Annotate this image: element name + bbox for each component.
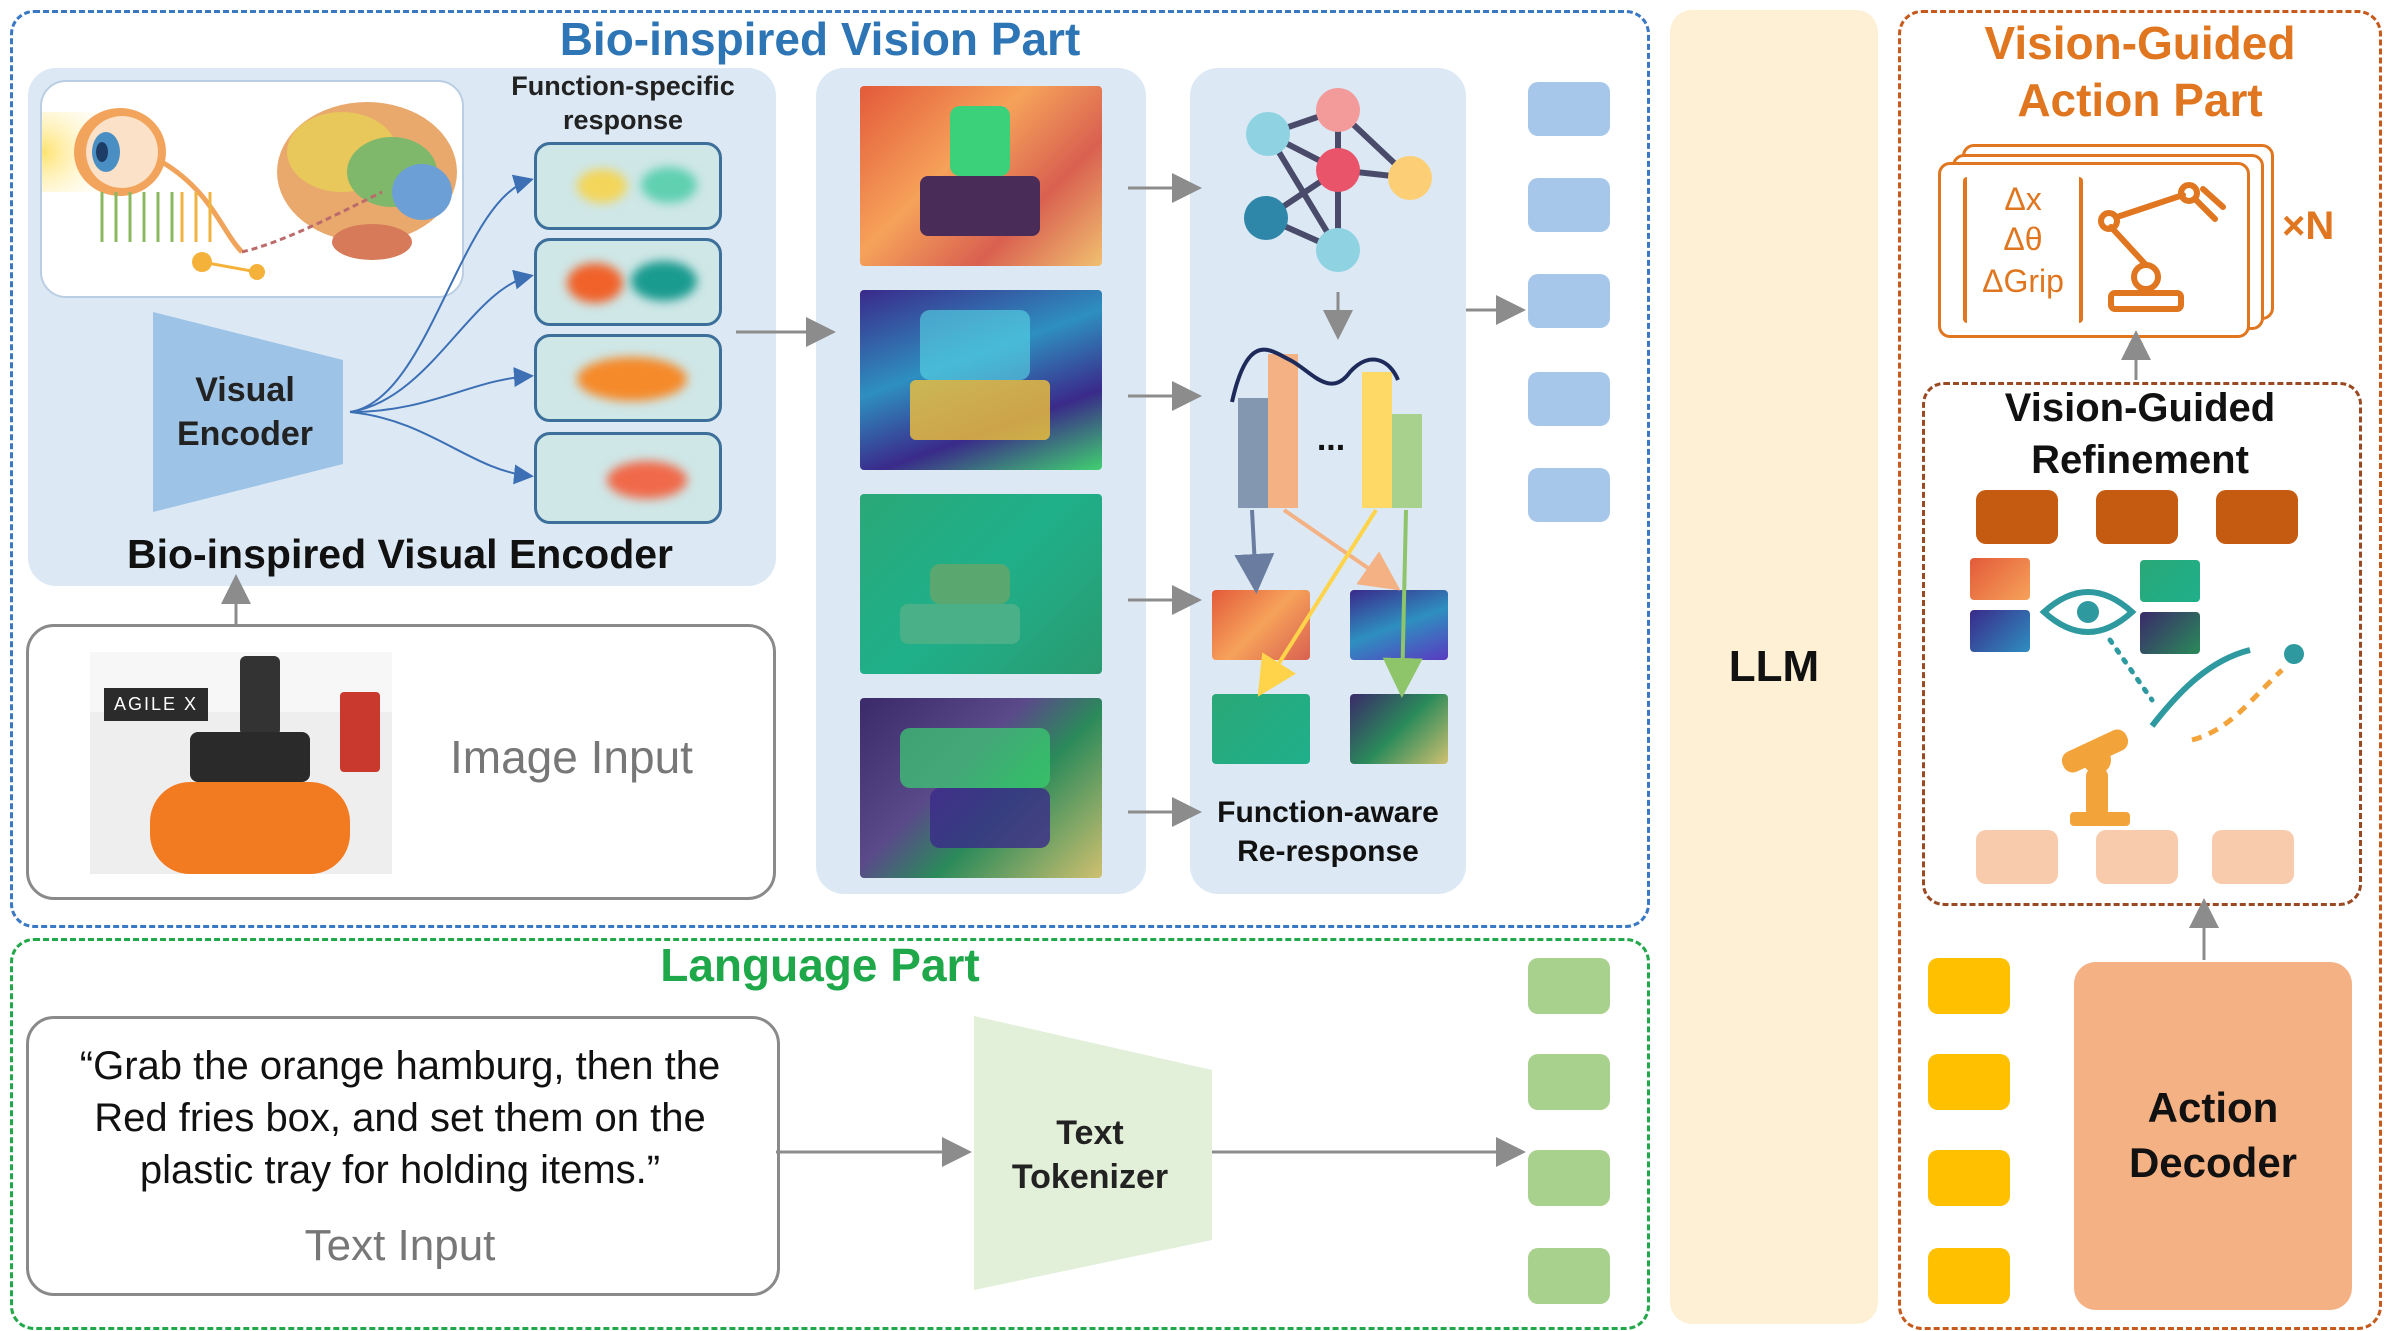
feature-map-2 [860,290,1102,470]
text-token-4 [1528,1248,1610,1304]
response-box-4 [534,432,722,524]
response-box-1 [534,142,722,230]
vision-token-5 [1528,468,1610,522]
action-query-token-3 [1928,1150,2010,1206]
action-query-token-4 [1928,1248,2010,1304]
refined-token-3 [2216,490,2298,544]
text-token-1 [1528,958,1610,1014]
feature-map-1 [860,86,1102,266]
eye-brain-illustration [40,80,464,298]
language-part-title: Language Part [660,939,980,991]
response-label: Function-specific response [511,71,735,135]
prompt-text: “Grab the orange hamburg, then the Red f… [79,1044,721,1192]
reresponse-map-2 [1350,590,1448,660]
action-decoder-label: Action Decoder [2128,1084,2298,1186]
text-token-3 [1528,1150,1610,1206]
delta-bracket [1963,177,2083,323]
text-input-panel [26,1016,780,1296]
times-n-label: ×N [2282,204,2335,248]
reresponse-label: Function-aware Re-response [1217,796,1439,868]
vision-part-title: Bio-inspired Vision Part [559,13,1081,65]
refinement-label: Vision-Guided Refinement [2004,386,2276,482]
text-tokenizer-label: Text Tokenizer [1011,1113,1169,1196]
response-box-2 [534,238,722,326]
delta-grip: ΔGrip [1982,263,2064,299]
feature-map-3 [860,494,1102,674]
refined-token-1 [1976,490,2058,544]
delta-theta: Δθ [2003,221,2043,257]
vision-token-4 [1528,372,1610,426]
reresponse-map-1 [1212,590,1310,660]
action-card: Δx Δθ ΔGrip [1938,162,2250,338]
decoder-token-3 [2212,830,2294,884]
action-query-token-1 [1928,958,2010,1014]
response-box-3 [534,334,722,422]
reresponse-map-3 [1212,694,1310,764]
refinement-border [1922,382,2362,906]
feature-map-4 [860,698,1102,878]
vision-token-3 [1528,274,1610,328]
language-part-border [10,938,1650,1330]
vision-token-2 [1528,178,1610,232]
llm-label: LLM [1728,642,1820,691]
action-part-title: Vision-Guided Action Part [1984,16,2296,127]
robot-arm-icon [2098,182,2226,312]
decoder-token-2 [2096,830,2178,884]
refine-map-4 [2140,612,2200,654]
action-decoder-block: Action Decoder [2074,962,2352,1310]
llm-block: LLM [1670,10,1878,1324]
refine-map-1 [1970,558,2030,600]
eye-brain-graphic [42,102,457,280]
refine-map-2 [1970,610,2030,652]
vision-part-border [10,10,1650,928]
visual-encoder-label: Visual Encoder [176,370,314,453]
image-input-label: Image Input [450,731,693,783]
text-token-2 [1528,1054,1610,1110]
reresponse-map-4 [1350,694,1448,764]
bio-encoder-label: Bio-inspired Visual Encoder [126,530,674,577]
text-input-label: Text Input [304,1221,496,1270]
delta-x: Δx [2004,181,2042,217]
robot-photo: AGILE X [90,652,392,874]
action-part-border [1898,10,2382,1330]
decoder-token-1 [1976,830,2058,884]
bar-ellipsis: ... [1316,420,1346,458]
vision-token-1 [1528,82,1610,136]
refine-map-3 [2140,560,2200,602]
action-query-token-2 [1928,1054,2010,1110]
robot-brand-text: AGILE X [104,688,209,721]
refined-token-2 [2096,490,2178,544]
